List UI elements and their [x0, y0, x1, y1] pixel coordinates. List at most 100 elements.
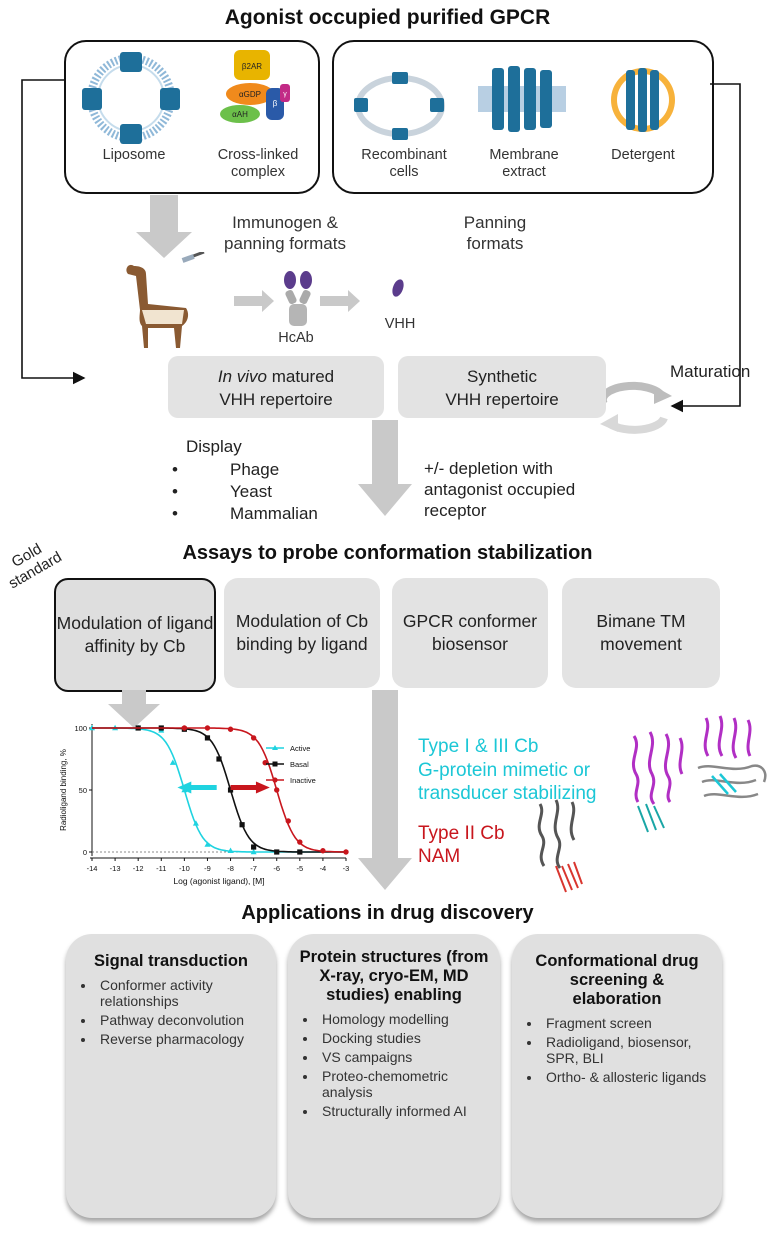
app-item: Structurally informed AI [318, 1103, 500, 1119]
assay-label: Modulation of ligand affinity by Cb [56, 613, 214, 656]
app-item: Docking studies [318, 1030, 500, 1046]
label-membrane-extract: Membrane extract [489, 147, 559, 180]
complex-label-gamma: γ [283, 91, 287, 98]
depletion-note: +/- depletion with antagonist occupied r… [424, 459, 576, 520]
label-type-1-3: Type I & III Cb [418, 736, 539, 757]
app-signal-transduction: Signal transduction Conformer activity r… [66, 934, 276, 1218]
data-point-basal [216, 756, 222, 762]
complex-label-b2ar: β2AR [242, 62, 262, 71]
assay-label: Bimane TM movement [596, 611, 686, 654]
panning-box: Recombinant cells Membrane extract Deter… [332, 40, 714, 194]
x-axis-label: Log (agonist ligand), [M] [173, 876, 264, 886]
assay-conformer-biosensor: GPCR conformer biosensor [392, 578, 548, 688]
protein-structure-type1 [631, 731, 684, 833]
vhh-illustration [392, 279, 404, 297]
assay-label: Modulation of Cb binding by ligand [235, 611, 369, 654]
x-tick-label: -12 [133, 864, 144, 873]
label-panning-formats: Panning formats [463, 213, 527, 253]
label-immunogen-formats: Immunogen & panning formats [224, 213, 346, 253]
app-conformational-screening: Conformational drug screening & elaborat… [512, 934, 722, 1218]
legend-marker [272, 761, 278, 767]
synthetic-line2: VHH repertoire [445, 390, 559, 409]
label-detergent: Detergent [611, 147, 675, 163]
invivo-repertoire-box: In vivo matured VHH repertoire [168, 356, 384, 418]
display-item: Mammalian [170, 503, 370, 525]
x-tick-label: -4 [320, 864, 327, 873]
series-curve-inactive [92, 727, 346, 853]
legend-marker [272, 745, 278, 750]
label-maturation: Maturation [670, 362, 751, 381]
llama-illustration [126, 252, 205, 348]
display-list: Phage Yeast Mammalian [170, 459, 370, 525]
data-point-basal [274, 849, 280, 855]
crosslinked-complex-illustration: β2AR αGDP αAH β γ [220, 50, 290, 123]
x-tick-label: -13 [110, 864, 121, 873]
x-tick-label: -6 [273, 864, 280, 873]
assay-arrows [108, 690, 412, 890]
data-point-active [227, 847, 234, 853]
app-protein-structures: Protein structures (from X-ray, cryo-EM,… [288, 934, 500, 1218]
data-point-basal [239, 822, 245, 828]
data-point-active [204, 841, 211, 847]
label-type-2: Type II Cb [418, 823, 505, 844]
display-heading: Display [186, 437, 242, 456]
x-tick-label: -9 [204, 864, 211, 873]
legend-marker [272, 777, 278, 783]
assay-bimane-tm: Bimane TM movement [562, 578, 720, 688]
data-point-inactive [320, 848, 326, 854]
x-tick-label: -11 [156, 864, 166, 873]
data-point-inactive [250, 735, 257, 741]
label-recombinant-cells: Recombinant cells [361, 147, 447, 180]
app-title: Protein structures (from X-ray, cryo-EM,… [299, 948, 489, 1004]
complex-label-agdp: αGDP [239, 90, 261, 99]
app-item: Conformer activity relationships [96, 977, 276, 1009]
app-title: Conformational drug screening & elaborat… [535, 952, 699, 1008]
app-item: Reverse pharmacology [96, 1031, 276, 1047]
x-tick-label: -10 [179, 864, 190, 873]
y-axis-label: Radioligand binding, % [59, 749, 68, 831]
immunogen-box: β2AR αGDP αAH β γ Liposome Cross-linked … [64, 40, 320, 194]
protein-structure-type3 [697, 715, 767, 799]
assay-cb-binding: Modulation of Cb binding by ligand [224, 578, 380, 688]
x-tick-label: -14 [87, 864, 98, 873]
x-tick-label: -3 [343, 864, 350, 873]
y-tick-label: 0 [83, 848, 87, 857]
invivo-italic: In vivo [217, 367, 268, 386]
shift-arrow-inactive [230, 781, 270, 794]
legend-label-active: Active [290, 744, 310, 753]
label-type-1-3-desc: G-protein mimetic or transducer stabiliz… [418, 760, 597, 804]
display-item: Yeast [170, 481, 370, 503]
label-vhh: VHH [384, 316, 416, 332]
app-item: Ortho- & allosteric ligands [542, 1069, 722, 1085]
data-point-basal [297, 849, 303, 855]
data-point-inactive [343, 849, 349, 855]
legend-label-basal: Basal [290, 760, 309, 769]
protein-structure-type2 [537, 799, 583, 893]
label-type-2-desc: NAM [418, 846, 461, 867]
x-tick-label: -8 [227, 864, 234, 873]
data-point-active [192, 820, 199, 826]
assay-ligand-affinity-gold-standard: Modulation of ligand affinity by Cb [54, 578, 216, 692]
complex-label-beta: β [273, 99, 278, 108]
app-item: Homology modelling [318, 1011, 500, 1027]
invivo-matured: matured [267, 367, 335, 386]
data-point-inactive [227, 726, 234, 732]
display-item: Phage [170, 459, 370, 481]
assay-label: GPCR conformer biosensor [402, 611, 538, 654]
app-item: Pathway deconvolution [96, 1012, 276, 1028]
data-point-inactive [285, 818, 291, 824]
data-point-active [250, 848, 257, 855]
y-tick-label: 100 [74, 724, 87, 733]
hcab-illustration [284, 271, 312, 326]
app-item: VS campaigns [318, 1049, 500, 1065]
label-hcab: HcAb [278, 330, 314, 346]
label-cross-linked-complex: Cross-linked complex [217, 147, 299, 180]
legend-label-inactive: Inactive [290, 776, 316, 785]
title-applications: Applications in drug discovery [241, 902, 534, 924]
detergent-illustration [611, 68, 675, 132]
data-point-inactive [274, 787, 280, 793]
data-point-basal [227, 787, 234, 793]
membrane-extract-illustration [478, 66, 566, 132]
app-title: Signal transduction [93, 952, 248, 970]
